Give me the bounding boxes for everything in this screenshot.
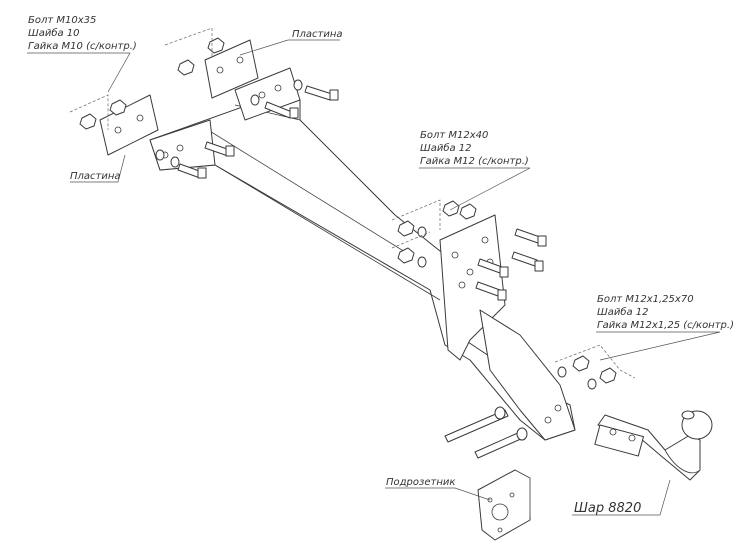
label-plate-left: Пластина bbox=[70, 171, 121, 182]
plate-right bbox=[204, 39, 259, 99]
label-bolt-m12-line1: Болт М12х40 bbox=[420, 130, 488, 141]
socket-plate bbox=[477, 469, 531, 541]
label-bolt-m12x125: Болт М12х1,25х70 Шайба 12 Гайка М12х1,25… bbox=[597, 294, 734, 331]
label-tow-ball: Шар 8820 bbox=[574, 501, 641, 516]
label-bolt-m10-line1: Болт М10х35 bbox=[28, 15, 96, 26]
label-plate-right: Пластина bbox=[292, 29, 343, 40]
plate-left bbox=[99, 94, 159, 156]
label-socket-plate: Подрозетник bbox=[386, 477, 455, 488]
tow-ball bbox=[594, 410, 713, 481]
label-bolt-m10-line3: Гайка М10 (с/контр.) bbox=[28, 41, 137, 52]
label-bolt-m12-line3: Гайка М12 (с/контр.) bbox=[420, 156, 529, 167]
label-bolt-m10: Болт М10х35 Шайба 10 Гайка М10 (с/контр.… bbox=[28, 15, 137, 52]
main-frame bbox=[149, 67, 576, 441]
label-bolt-m10-line2: Шайба 10 bbox=[28, 27, 80, 39]
leader-lines bbox=[27, 39, 721, 516]
fasteners-m12 bbox=[397, 200, 547, 301]
assembly-guides bbox=[69, 27, 636, 379]
label-bolt-m12x125-line2: Шайба 12 bbox=[597, 306, 649, 318]
label-bolt-m12x125-line1: Болт М12х1,25х70 bbox=[597, 294, 694, 305]
label-bolt-m12-line2: Шайба 12 bbox=[420, 142, 472, 154]
fasteners-m12x125 bbox=[444, 355, 617, 459]
label-bolt-m12x125-line3: Гайка М12х1,25 (с/контр.) bbox=[597, 320, 734, 331]
label-bolt-m12: Болт М12х40 Шайба 12 Гайка М12 (с/контр.… bbox=[420, 130, 529, 167]
fasteners-m10 bbox=[79, 37, 339, 179]
